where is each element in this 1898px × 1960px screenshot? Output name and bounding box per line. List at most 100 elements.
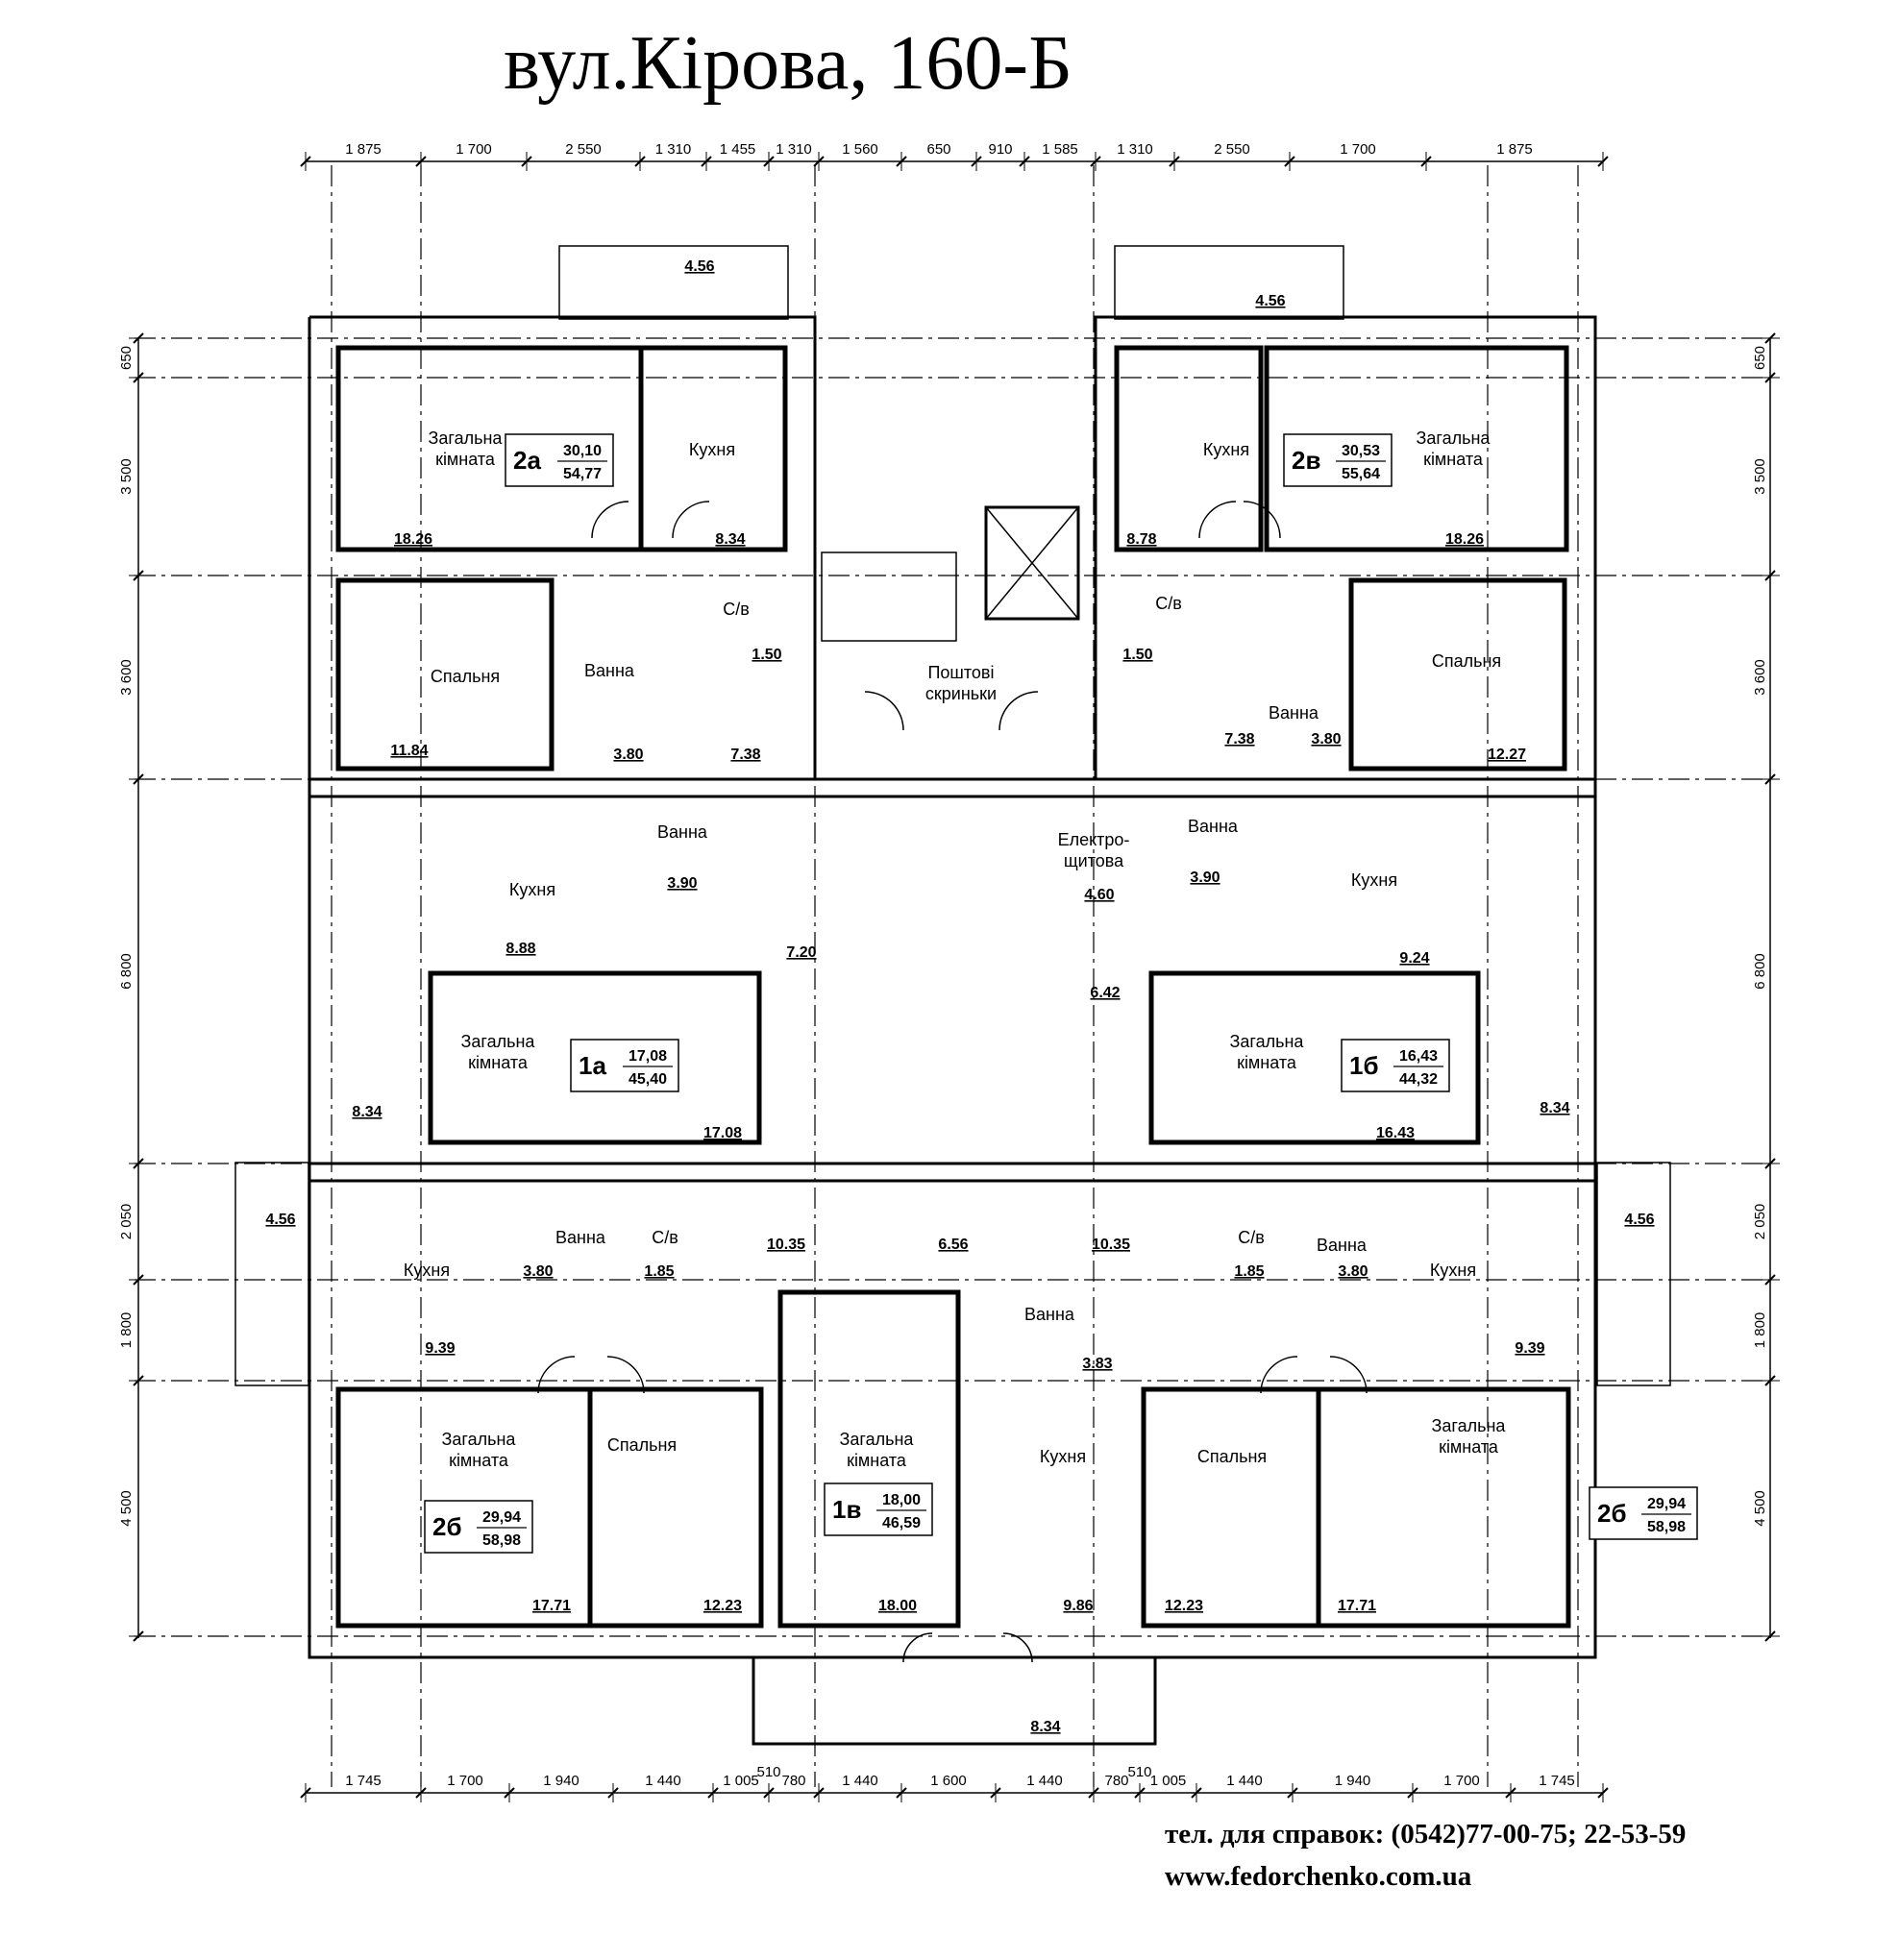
left-dim-label: 3 500: [118, 458, 135, 495]
top-dim-label: 1 455: [720, 141, 756, 158]
room-area: 1.50: [1122, 647, 1152, 663]
apartment-id: 1в: [832, 1495, 861, 1524]
left-dim-label: 6 800: [118, 953, 135, 990]
apartment-id: 2в: [1292, 446, 1320, 475]
room-area: 10.35: [767, 1237, 805, 1253]
apartment-living-area: 30,10: [563, 443, 602, 459]
dim-small-left: 510: [756, 1764, 780, 1780]
bottom-dim-label: 1 005: [1150, 1773, 1187, 1789]
room-name: Загальна: [442, 1430, 517, 1449]
top-dim-label: 910: [988, 141, 1012, 158]
mailboxes-label: Поштові: [927, 663, 994, 682]
room-area: 8.88: [505, 941, 535, 957]
room-name: Кухня: [1351, 870, 1397, 890]
left-dim-label: 650: [118, 346, 135, 370]
room-name: щитова: [1064, 851, 1124, 870]
room-name: Кухня: [404, 1261, 450, 1280]
room-area: 4.56: [1624, 1212, 1654, 1228]
right-dim-label: 6 800: [1752, 953, 1768, 990]
mailboxes-label: скриньки: [925, 684, 997, 703]
room-area: 18.26: [1445, 531, 1484, 548]
room-name: кімната: [1237, 1053, 1297, 1072]
room-area: 6.56: [938, 1237, 968, 1253]
website-line: www.fedorchenko.com.ua: [1165, 1861, 1472, 1892]
room-area: 17.71: [532, 1598, 571, 1614]
room-name: Ванна: [1188, 817, 1239, 836]
room-name: Кухня: [689, 440, 735, 459]
room-area: 4.56: [265, 1212, 295, 1228]
right-dim-label: 650: [1752, 346, 1768, 370]
room-name: Загальна: [840, 1430, 915, 1449]
room-name: Ванна: [555, 1228, 606, 1247]
balconies: [234, 245, 1671, 1386]
page-title: вул.Кірова, 160-Б: [504, 21, 1072, 106]
room-name: Ванна: [1317, 1236, 1368, 1255]
room-area: 9.24: [1399, 950, 1429, 967]
bottom-dim-label: 1 440: [1226, 1773, 1263, 1789]
room-area: 4.56: [1255, 293, 1285, 309]
bottom-dim-label: 780: [781, 1773, 805, 1789]
bottom-dim-label: 780: [1104, 1773, 1128, 1789]
room-area: 8.34: [352, 1104, 382, 1120]
right-dim-label: 3 600: [1752, 659, 1768, 696]
room-area: 12.27: [1488, 747, 1526, 763]
apartment-total-area: 55,64: [1342, 466, 1380, 482]
room-name: С/в: [652, 1228, 678, 1247]
room-name: Спальня: [1197, 1447, 1267, 1466]
apartment-total-area: 44,32: [1399, 1071, 1438, 1088]
apartment-id: 2а: [513, 446, 541, 475]
phone-line: тел. для справок: (0542)77-00-75; 22-53-…: [1165, 1819, 1686, 1850]
room-name: Спальня: [607, 1435, 677, 1455]
room-area: 8.34: [1030, 1719, 1060, 1735]
room-name: Загальна: [429, 429, 504, 448]
room-area: 4.56: [684, 258, 714, 275]
top-dim-label: 1 310: [776, 141, 812, 158]
room-name: Спальня: [431, 667, 500, 686]
bottom-dim-label: 1 440: [1026, 1773, 1063, 1789]
room-area: 11.84: [390, 743, 428, 759]
room-name: Кухня: [1040, 1447, 1086, 1466]
room-area: 16.43: [1376, 1125, 1415, 1141]
left-dim-label: 3 600: [118, 659, 135, 696]
bottom-dim-label: 1 600: [930, 1773, 967, 1789]
room-area: 3.90: [667, 875, 697, 892]
room-area: 10.35: [1092, 1237, 1130, 1253]
room-area: 3.80: [1311, 731, 1341, 747]
left-dim-label: 2 050: [118, 1204, 135, 1240]
room-area: 3.80: [1338, 1263, 1368, 1280]
room-area: 8.34: [1540, 1100, 1569, 1116]
apartment-living-area: 29,94: [1647, 1496, 1686, 1512]
apartment-total-area: 46,59: [882, 1515, 921, 1531]
room-area: 9.39: [425, 1340, 455, 1357]
top-dim-label: 650: [926, 141, 950, 158]
right-dim-label: 4 500: [1752, 1490, 1768, 1527]
top-dim-label: 2 550: [1214, 141, 1250, 158]
room-area: 3.80: [523, 1263, 553, 1280]
room-name: Електро-: [1058, 830, 1130, 849]
room-area: 17.71: [1338, 1598, 1376, 1614]
room-area: 7.20: [786, 944, 816, 961]
room-name: кімната: [1439, 1437, 1499, 1457]
grid-axes: [135, 165, 1774, 1787]
apartment-id: 2б: [1597, 1499, 1627, 1528]
room-area: 1.85: [1234, 1263, 1264, 1280]
room-name: Спальня: [1432, 651, 1501, 671]
room-area: 8.34: [715, 531, 745, 548]
room-area: 3.90: [1190, 870, 1220, 886]
apartment-total-area: 45,40: [629, 1071, 667, 1088]
room-area: 8.78: [1126, 531, 1156, 548]
room-name: Загальна: [1432, 1416, 1507, 1435]
top-dim-label: 1 310: [655, 141, 692, 158]
top-dim-label: 1 585: [1042, 141, 1078, 158]
top-dim-label: 2 550: [565, 141, 602, 158]
room-area: 9.39: [1515, 1340, 1544, 1357]
room-area: 1.85: [644, 1263, 674, 1280]
room-area: 3.83: [1082, 1356, 1112, 1372]
